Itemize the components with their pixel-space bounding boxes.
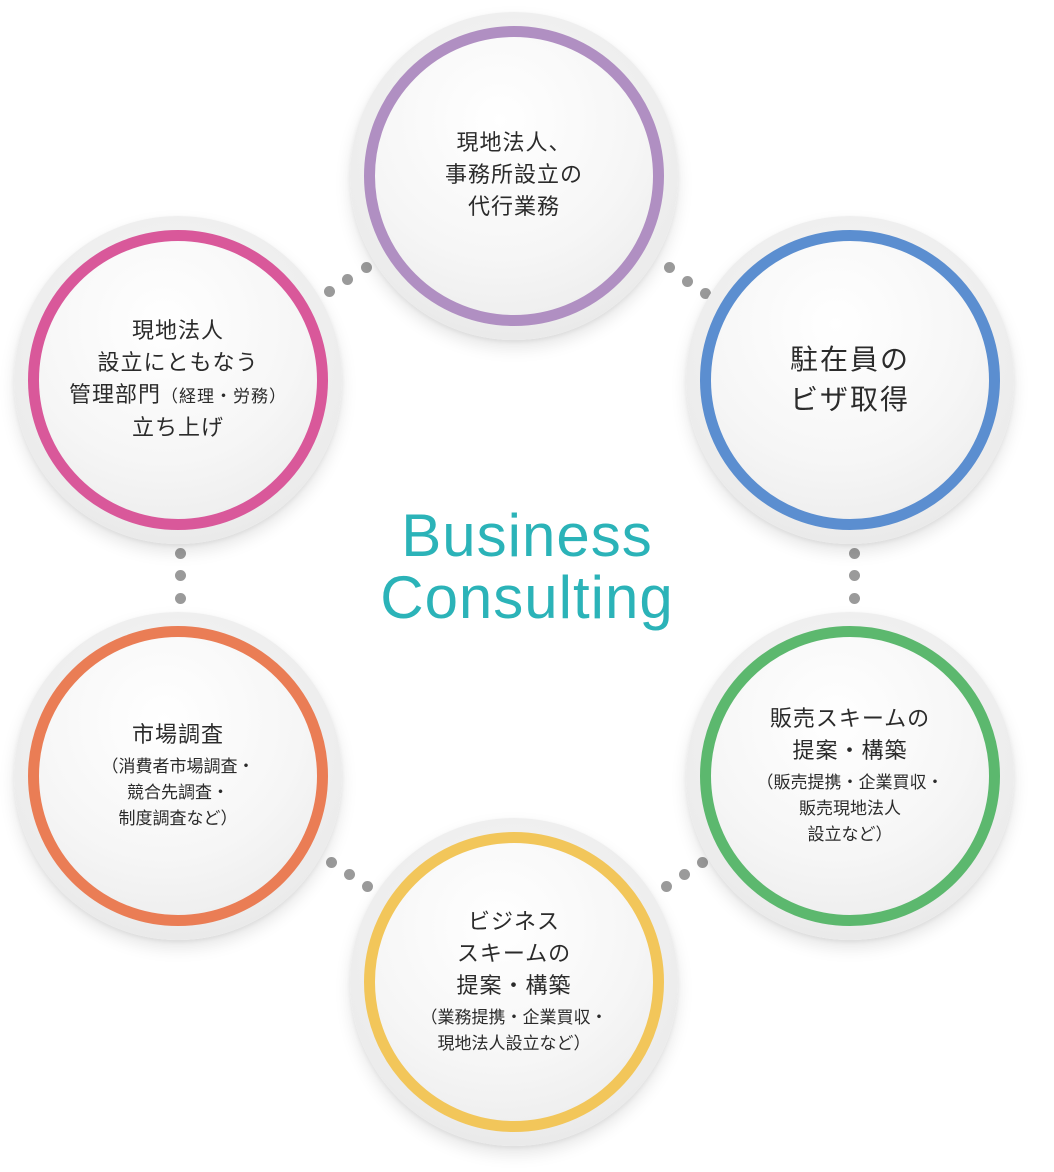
connector-dot <box>175 548 186 559</box>
sublabel-line: 販売現地法人 <box>799 799 901 819</box>
node-sublabel: （業務提携・企業買収・ 現地法人設立など） <box>421 1005 608 1057</box>
sublabel-line: 制度調査など） <box>118 809 238 829</box>
node-label: 現地法人、 事務所設立の 代行業務 <box>445 128 583 224</box>
label-line-with-sub: 管理部門（経理・労務） <box>69 380 287 413</box>
label-line: ビザ取得 <box>789 383 910 416</box>
node-sublabel: （販売提携・企業買収・ 販売現地法人 設立など） <box>757 770 944 848</box>
label-line: 設立にともなう <box>97 350 259 376</box>
label-line: 販売スキームの <box>769 707 931 732</box>
node-ring: 駐在員の ビザ取得 <box>700 230 1000 530</box>
node-ring: ビジネス スキームの 提案・構築 （業務提携・企業買収・ 現地法人設立など） <box>364 832 664 1132</box>
sublabel-line: 設立など） <box>807 825 893 845</box>
connector-dot <box>361 262 372 273</box>
sublabel-line: 現地法人設立など） <box>437 1034 591 1054</box>
connector-dot <box>326 857 337 868</box>
center-title-line-1: Business <box>401 502 653 569</box>
label-line: 提案・構築 <box>456 974 572 999</box>
label-line: スキームの <box>456 942 572 967</box>
label-line: 管理部門 <box>68 382 161 408</box>
connector-dot <box>700 288 711 299</box>
node-label: 現地法人 設立にともなう 管理部門（経理・労務） 立ち上げ <box>69 316 287 445</box>
connector-dot <box>849 548 860 559</box>
connector-dot <box>849 593 860 604</box>
center-title-line-2: Consulting <box>380 564 674 631</box>
connector-dot <box>175 593 186 604</box>
connector-dot <box>342 274 353 285</box>
label-line: 事務所設立の <box>444 163 583 188</box>
label-line: 現地法人 <box>131 318 224 344</box>
node-sublabel: （消費者市場調査・ 競合先調査・ 制度調査など） <box>102 754 255 832</box>
connector-dot <box>175 570 186 581</box>
connector-dot <box>679 869 690 880</box>
connector-dot <box>664 262 675 273</box>
label-line: ビジネス <box>467 910 560 935</box>
sublabel-line: （販売提携・企業買収・ <box>756 773 944 793</box>
node-top: 現地法人、 事務所設立の 代行業務 <box>350 12 678 340</box>
sublabel-line: （業務提携・企業買収・ <box>420 1008 608 1028</box>
node-label: 市場調査 <box>132 720 224 752</box>
node-ring: 販売スキームの 提案・構築 （販売提携・企業買収・ 販売現地法人 設立など） <box>700 626 1000 926</box>
sublabel-line: （消費者市場調査・ <box>101 757 255 777</box>
label-line: 市場調査 <box>131 723 224 748</box>
connector-dot <box>697 857 708 868</box>
connector-dot <box>324 286 335 297</box>
label-line: 立ち上げ <box>131 415 224 441</box>
connector-dot <box>682 276 693 287</box>
label-line: 代行業務 <box>467 195 560 220</box>
node-bottom: ビジネス スキームの 提案・構築 （業務提携・企業買収・ 現地法人設立など） <box>350 818 678 1146</box>
label-line: 駐在員の <box>789 343 910 376</box>
node-lower-left: 市場調査 （消費者市場調査・ 競合先調査・ 制度調査など） <box>14 612 342 940</box>
node-ring: 現地法人 設立にともなう 管理部門（経理・労務） 立ち上げ <box>28 230 328 530</box>
node-ring: 市場調査 （消費者市場調査・ 競合先調査・ 制度調査など） <box>28 626 328 926</box>
node-ring: 現地法人、 事務所設立の 代行業務 <box>364 26 664 326</box>
connector-dot <box>344 869 355 880</box>
inline-sublabel: （経理・労務） <box>161 386 287 407</box>
center-title: Business Consulting <box>300 505 754 629</box>
connector-dot <box>362 881 373 892</box>
sublabel-line: 競合先調査・ <box>127 783 229 803</box>
node-label: 駐在員の ビザ取得 <box>790 340 910 420</box>
label-line: 現地法人、 <box>456 131 572 156</box>
connector-dot <box>849 570 860 581</box>
node-upper-left: 現地法人 設立にともなう 管理部門（経理・労務） 立ち上げ <box>14 216 342 544</box>
node-label: 販売スキームの 提案・構築 <box>770 704 930 768</box>
node-upper-right: 駐在員の ビザ取得 <box>686 216 1014 544</box>
connector-dot <box>661 881 672 892</box>
node-lower-right: 販売スキームの 提案・構築 （販売提携・企業買収・ 販売現地法人 設立など） <box>686 612 1014 940</box>
label-line: 提案・構築 <box>792 739 908 764</box>
node-label: ビジネス スキームの 提案・構築 <box>456 907 571 1003</box>
